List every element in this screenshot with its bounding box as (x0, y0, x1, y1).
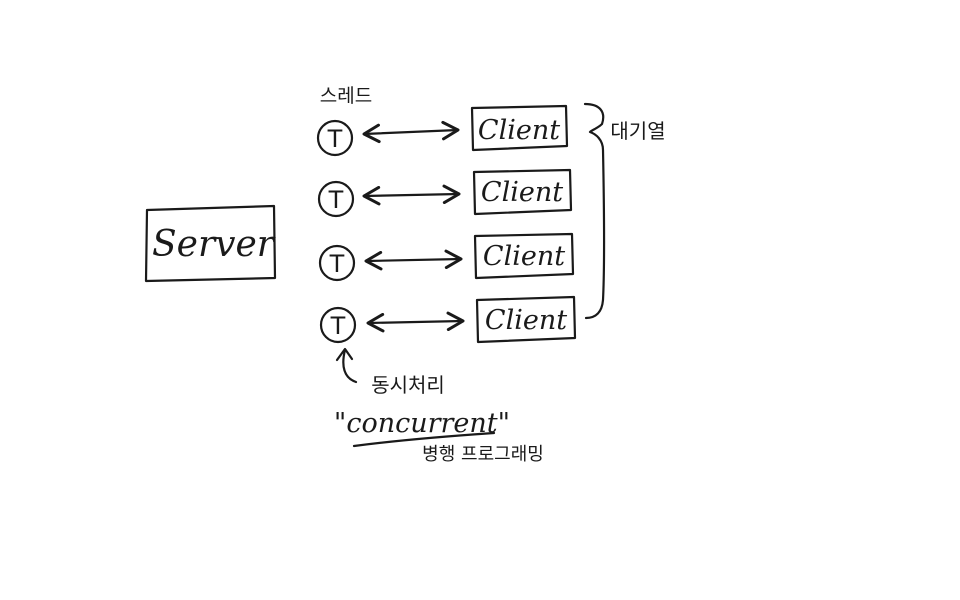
thread-arrow-3 (364, 249, 463, 271)
thread-symbol-2: T (328, 186, 344, 214)
client-label-4: Client (485, 305, 567, 336)
server-node: Server (144, 204, 277, 283)
thread-circle-1 (316, 119, 354, 157)
thread-circle-4 (319, 306, 357, 344)
thread-arrow-2 (362, 184, 461, 206)
thread-arrow-4 (366, 311, 465, 333)
client-label-3: Client (483, 241, 565, 272)
thread-circle-3 (318, 244, 356, 282)
client-label-1: Client (478, 115, 560, 146)
server-box (144, 204, 277, 283)
queue-label: 대기열 (610, 119, 665, 143)
thread-row-3: T Client (318, 232, 575, 282)
note-sub: 병행 프로그래밍 (422, 444, 544, 465)
thread-row-4: T Client (319, 295, 577, 344)
thread-symbol-4: T (330, 312, 346, 340)
server-label: Server (152, 224, 276, 265)
concurrency-arrow (342, 348, 358, 384)
thread-arrow-1 (362, 120, 460, 144)
concurrency-arrowhead (335, 347, 354, 362)
client-box-3 (473, 232, 575, 280)
thread-symbol-3: T (329, 250, 345, 278)
note-underline (352, 431, 496, 448)
thread-symbol-1: T (327, 125, 343, 153)
client-label-2: Client (481, 177, 563, 208)
queue-brace (583, 102, 606, 320)
threads-label: 스레드 (320, 85, 372, 107)
note-korean: 동시처리 (371, 373, 445, 397)
thread-row-2: T Client (317, 168, 573, 218)
thread-row-1: T Client (316, 104, 569, 157)
client-box-1 (470, 104, 569, 152)
client-box-2 (472, 168, 573, 216)
client-box-4 (475, 295, 577, 344)
thread-circle-2 (317, 180, 355, 218)
